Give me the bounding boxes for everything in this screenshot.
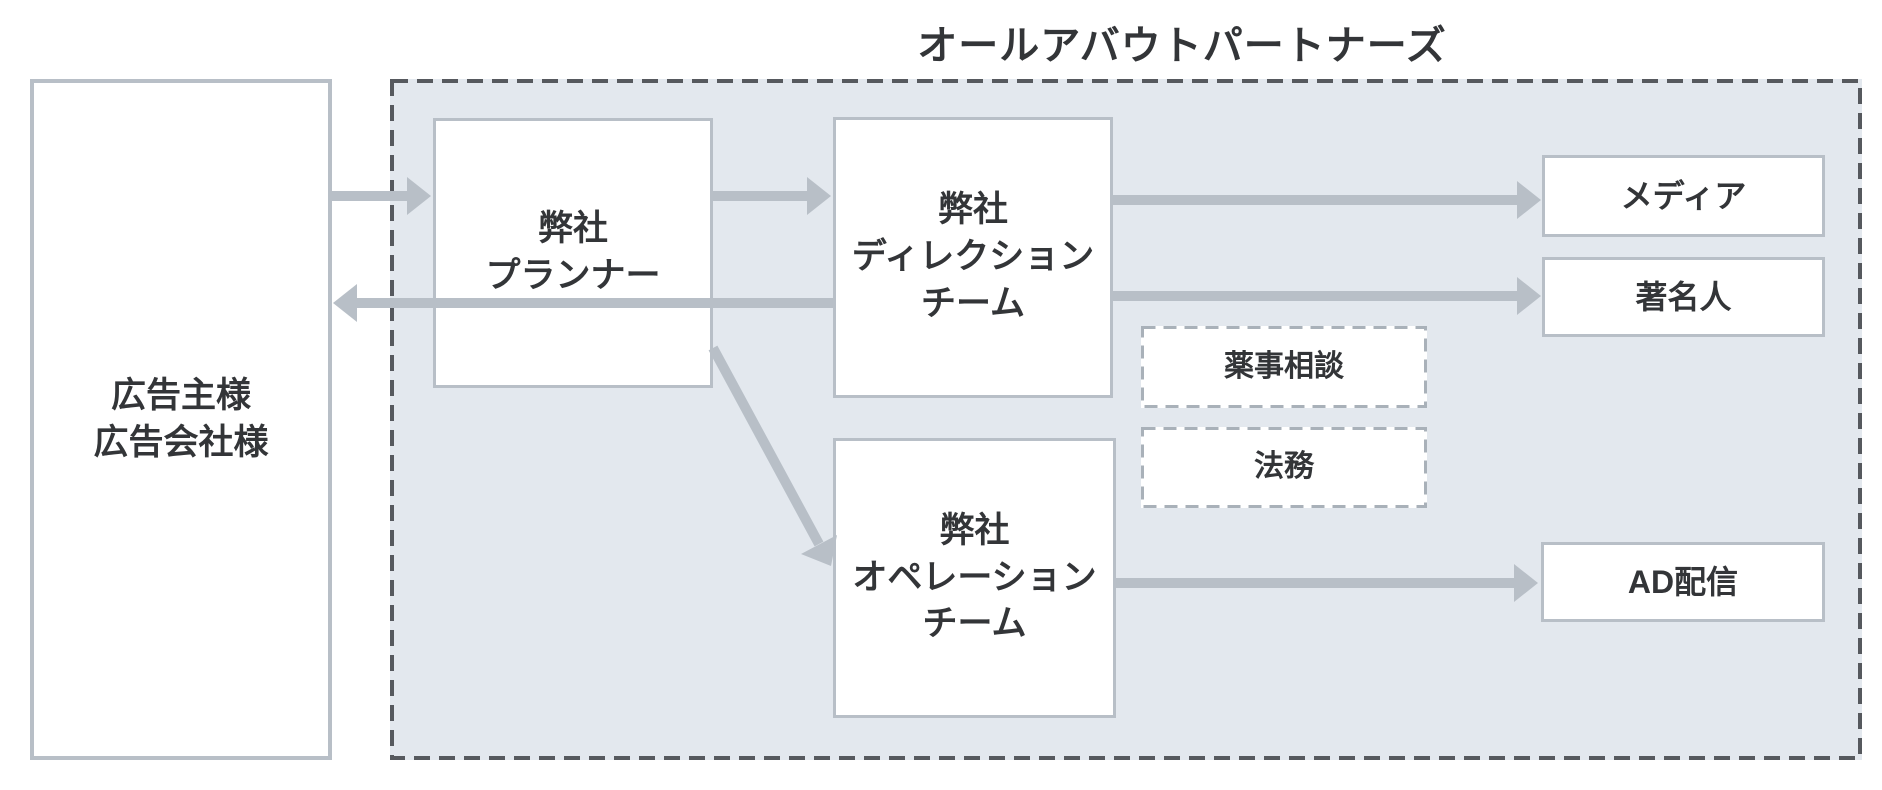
celebrity-box: 著名人: [1542, 257, 1825, 337]
pharma-consult-box: 薬事相談: [1141, 326, 1427, 408]
diagram-title: オールアバウトパートナーズ: [917, 24, 1447, 68]
client-box: 広告主様 広告会社様: [30, 79, 332, 760]
media-box: メディア: [1542, 155, 1825, 237]
planner-box: 弊社 プランナー: [433, 118, 713, 388]
ad-delivery-box: AD配信: [1541, 542, 1825, 622]
legal-box: 法務: [1141, 427, 1427, 508]
operation-team-box: 弊社 オペレーション チーム: [833, 438, 1116, 718]
direction-team-box: 弊社 ディレクション チーム: [833, 117, 1113, 398]
